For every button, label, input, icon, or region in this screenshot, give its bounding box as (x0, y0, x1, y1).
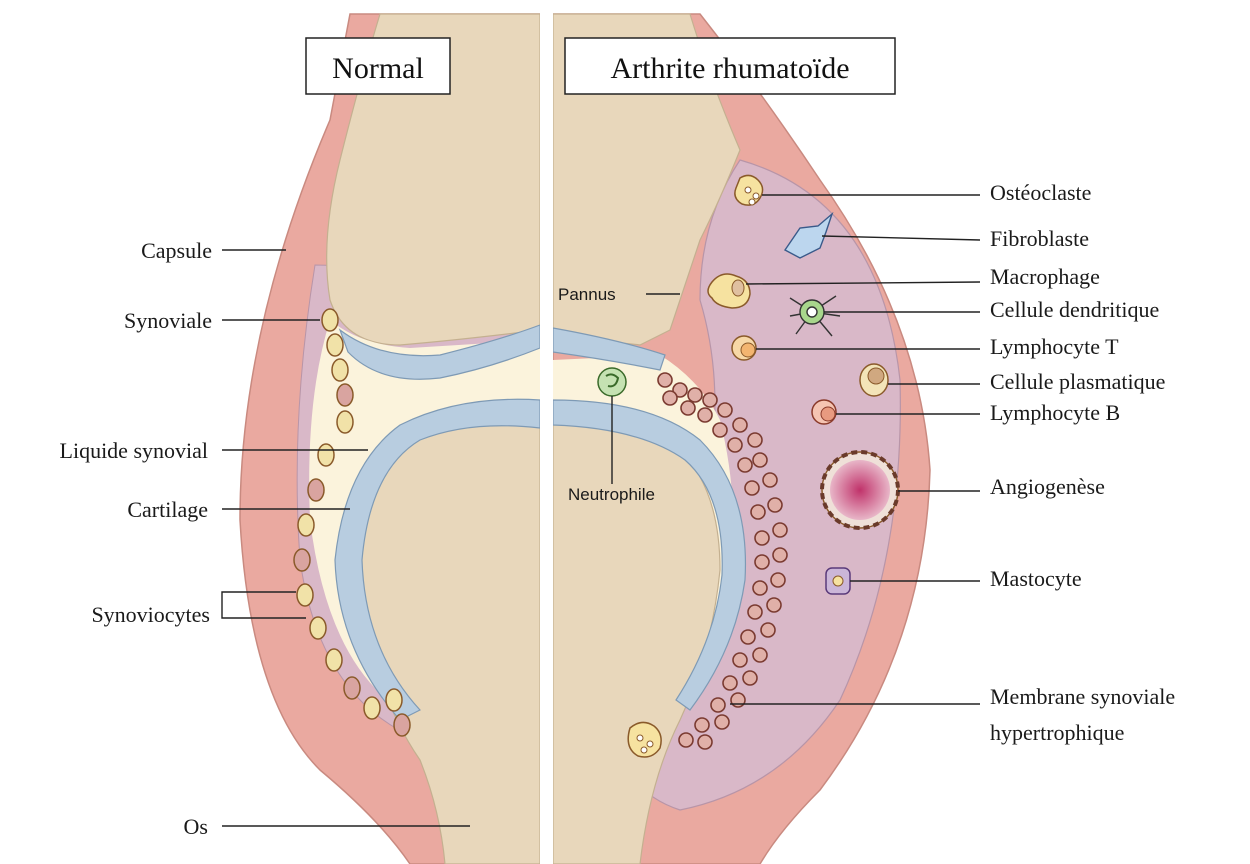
ra-joint (553, 14, 930, 864)
label-mastocyte: Mastocyte (990, 566, 1082, 591)
label-synoviocytes: Synoviocytes (91, 602, 210, 627)
title-normal-text: Normal (332, 52, 424, 85)
angiogenesis-vessel (822, 452, 898, 528)
t-lymphocyte-cell (732, 336, 756, 360)
label-membrane-line2: hypertrophique (990, 720, 1124, 745)
label-synoviale: Synoviale (124, 308, 212, 333)
label-liquide: Liquide synovial (60, 438, 208, 463)
osteoclast-top (735, 175, 763, 205)
label-pannus: Pannus (558, 285, 616, 304)
label-plasmatique: Cellule plasmatique (990, 369, 1165, 394)
title-ra: Arthrite rhumatoïde (565, 38, 895, 94)
plasma-cell (860, 364, 888, 396)
normal-joint (240, 14, 540, 864)
label-dendritique: Cellule dendritique (990, 297, 1159, 322)
center-divider (540, 0, 553, 864)
neutrophil-cell (598, 368, 626, 396)
b-lymphocyte-cell (812, 400, 836, 424)
title-normal: Normal (306, 38, 450, 94)
label-os: Os (184, 814, 208, 839)
label-lymphocyte-b: Lymphocyte B (990, 400, 1120, 425)
title-ra-text: Arthrite rhumatoïde (610, 52, 849, 85)
label-capsule: Capsule (141, 238, 212, 263)
label-lymphocyte-t: Lymphocyte T (990, 334, 1119, 359)
label-macrophage: Macrophage (990, 264, 1100, 289)
mast-cell (826, 568, 850, 594)
label-neutrophile: Neutrophile (568, 485, 655, 504)
label-fibroblaste: Fibroblaste (990, 226, 1089, 251)
osteoclast-bottom (628, 722, 661, 757)
label-cartilage: Cartilage (127, 497, 208, 522)
label-membrane-line1: Membrane synoviale (990, 684, 1175, 709)
label-osteoclaste: Ostéoclaste (990, 180, 1091, 205)
label-angiogenese: Angiogenèse (990, 474, 1105, 499)
